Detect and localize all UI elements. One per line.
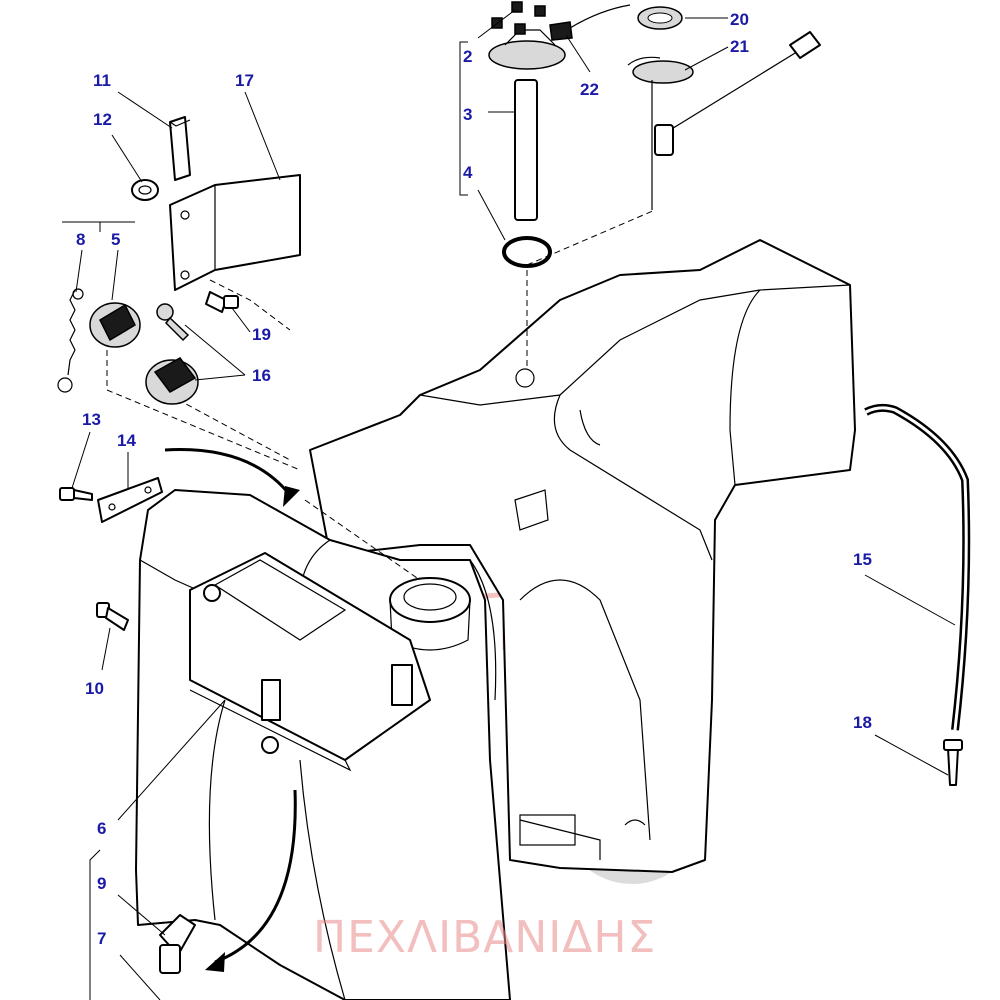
part-15-strap [864, 403, 971, 731]
callout-15: 15 [853, 550, 872, 569]
callout-14: 14 [117, 431, 136, 450]
assembly-arrows [164, 448, 300, 972]
callout-20: 20 [730, 10, 749, 29]
callout-12: 12 [93, 110, 112, 129]
part-16-key [156, 303, 190, 342]
callout-10: 10 [85, 679, 104, 698]
part-5-filler-cap [89, 302, 141, 348]
callout-18: 18 [853, 713, 872, 732]
callout-labels: 2 3 4 5 6 7 8 9 10 11 12 13 14 15 16 17 … [76, 10, 872, 948]
part-22-connector [549, 4, 631, 41]
part-21-level-sensor [627, 31, 821, 210]
callout-7: 7 [97, 929, 106, 948]
callout-5: 5 [111, 230, 120, 249]
callout-21: 21 [730, 37, 749, 56]
part-10-drain-plug [96, 602, 129, 631]
part-8-chain [57, 288, 84, 393]
part-11-block [169, 116, 191, 181]
part-2-screws [491, 1, 546, 35]
callout-16: 16 [252, 366, 271, 385]
part-3-fuel-sender [488, 29, 566, 221]
callout-11: 11 [93, 71, 111, 90]
callout-2: 2 [463, 47, 472, 66]
part-16-locking-cap [145, 357, 199, 405]
callout-6: 6 [97, 819, 106, 838]
callout-22: 22 [580, 80, 599, 99]
callout-8: 8 [76, 230, 85, 249]
part-4-o-ring [502, 236, 552, 268]
large-fuel-tank [309, 239, 856, 873]
part-14-plate [97, 477, 163, 523]
part-19-bolt [205, 291, 239, 313]
callout-4: 4 [463, 163, 473, 182]
callout-17: 17 [235, 71, 254, 90]
part-12-spacer [131, 179, 159, 201]
callout-3: 3 [463, 105, 472, 124]
small-fuel-tank [135, 489, 511, 1000]
part-7-latch [159, 944, 181, 974]
part-17-bracket [169, 174, 301, 291]
callout-13: 13 [82, 410, 101, 429]
part-18-bolt [943, 739, 963, 786]
part-13-bolt [59, 487, 93, 501]
callout-19: 19 [252, 325, 271, 344]
callout-9: 9 [97, 874, 106, 893]
part-20-locking-ring [637, 6, 683, 30]
watermark-text: ΠΕΧΛΙΒΑΝΙΔΗΣ [313, 912, 656, 963]
leader-lines [62, 9, 956, 1000]
